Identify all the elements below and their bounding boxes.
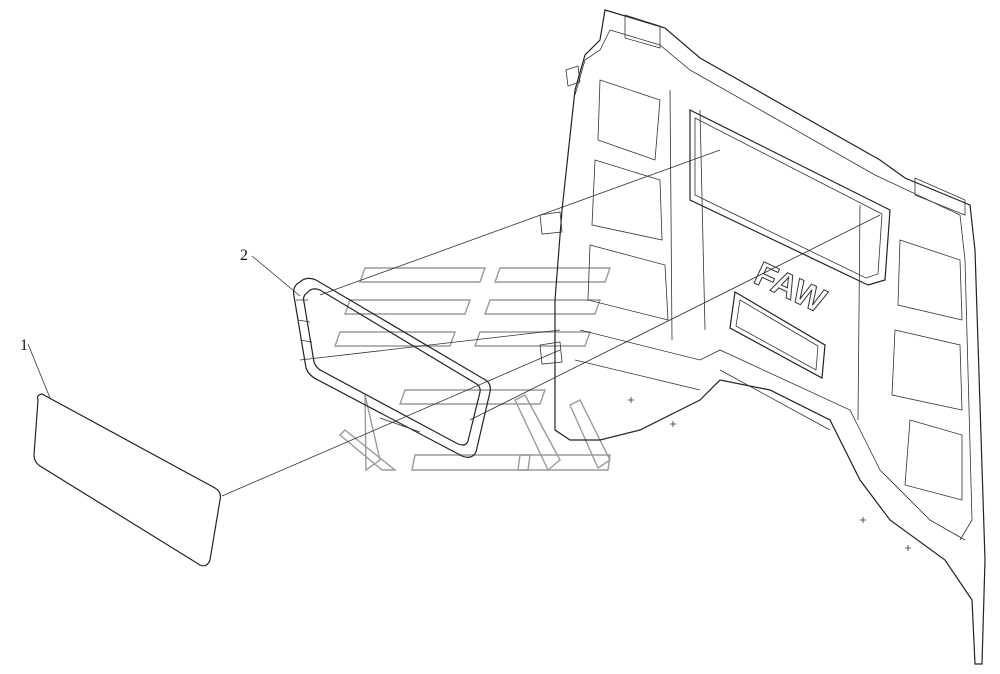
- part-2-seal-frame: [293, 277, 491, 458]
- callout-label-1: 1: [20, 337, 28, 354]
- faw-watermark-icon: [334, 267, 611, 472]
- part-1-glass: [33, 393, 222, 567]
- callout-label-2: 2: [240, 247, 248, 264]
- panel-logo-text: FAW: [749, 255, 833, 321]
- cab-rear-panel: [539, 9, 986, 665]
- leader-lines: [27, 149, 881, 497]
